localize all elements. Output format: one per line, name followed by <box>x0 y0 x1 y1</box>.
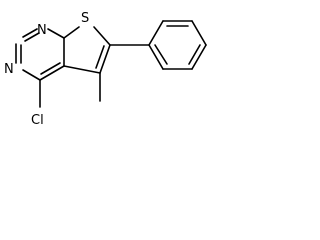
phenyl-bond-6-inner <box>154 44 168 65</box>
bond-n1-c2 <box>22 28 38 38</box>
bond-s-c6 <box>93 26 111 46</box>
phenyl-bond-4 <box>191 44 207 70</box>
bond-c7a-s <box>63 26 80 39</box>
phenyl-bond-1 <box>148 20 164 46</box>
molecule-structure-image: N N S Cl <box>0 0 263 138</box>
bond-c6-c5-double <box>95 45 105 69</box>
atom-n-left: N <box>4 62 14 77</box>
atom-s: S <box>81 11 89 26</box>
chemical-structure-diagram: N N S Cl <box>4 11 207 128</box>
atom-cl: Cl <box>31 113 44 128</box>
bond-n1-c2-double <box>24 32 40 42</box>
bond-c5-c4-inner <box>40 62 61 75</box>
bond-n3-c2 <box>47 28 65 39</box>
bond-c6-c5 <box>99 44 111 74</box>
atom-n-top: N <box>37 23 47 38</box>
phenyl-bond-6 <box>148 44 164 70</box>
bond-c5-c4 <box>39 65 65 81</box>
phenyl-bond-3 <box>191 20 207 46</box>
bond-c4-n3 <box>22 69 41 81</box>
phenyl-bond-4-inner <box>188 44 201 65</box>
bond-c5-c4a <box>63 65 101 74</box>
